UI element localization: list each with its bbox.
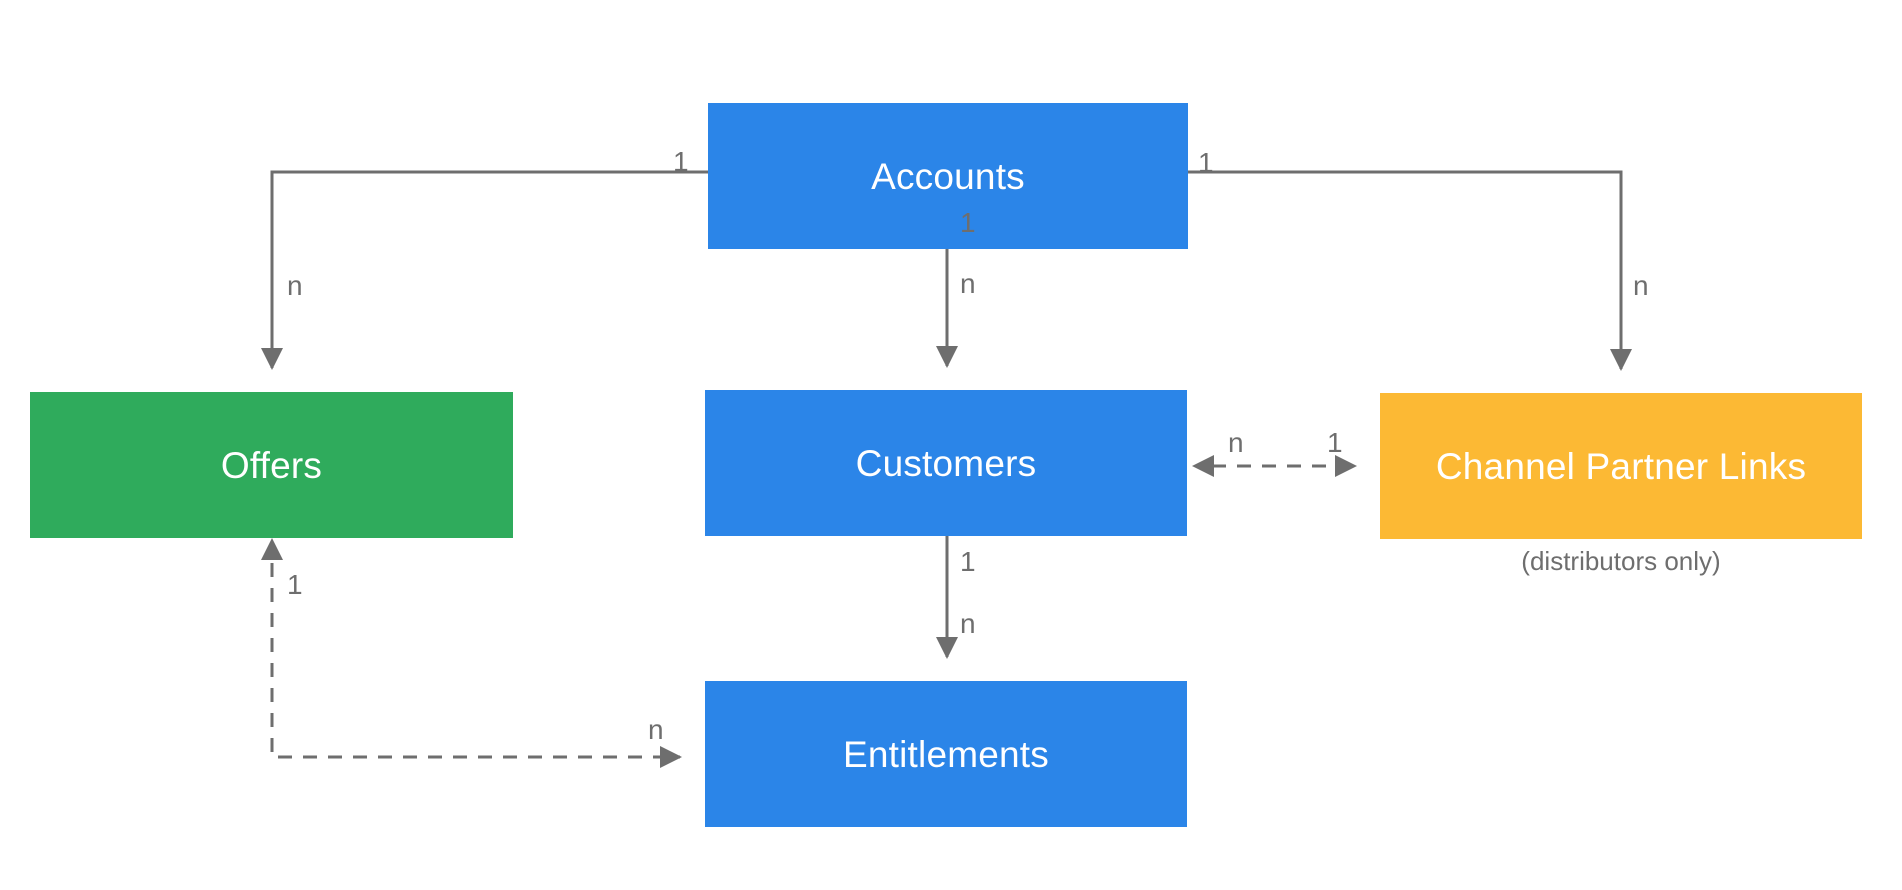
cardinality-accounts-customers-source: 1 bbox=[960, 207, 976, 238]
node-customers-label: Customers bbox=[855, 442, 1037, 484]
cardinality-offers-entitlements-target: n bbox=[648, 714, 664, 745]
edge-offers-entitlements bbox=[270, 563, 682, 768]
node-customers[interactable]: Customers bbox=[705, 390, 1187, 536]
cardinality-accounts-cpl-source: 1 bbox=[1198, 147, 1214, 178]
cardinality-accounts-cpl-target: n bbox=[1633, 270, 1649, 301]
arrowhead-offers-inbound bbox=[261, 538, 283, 560]
edge-accounts-offers bbox=[261, 170, 708, 370]
node-entitlements-label: Entitlements bbox=[843, 733, 1049, 775]
cardinality-accounts-offers-source: 1 bbox=[673, 146, 689, 177]
channel-partner-links-caption: (distributors only) bbox=[1521, 546, 1721, 576]
node-offers[interactable]: Offers bbox=[30, 392, 513, 538]
edge-accounts-cpl bbox=[1188, 170, 1632, 371]
node-channel-partner-links[interactable]: Channel Partner Links bbox=[1380, 393, 1862, 539]
cardinality-customers-entitlements-source: 1 bbox=[960, 546, 976, 577]
node-entitlements[interactable]: Entitlements bbox=[705, 681, 1187, 827]
cardinality-customers-cpl-target: 1 bbox=[1327, 427, 1343, 458]
node-offers-label: Offers bbox=[220, 444, 323, 486]
node-channel-partner-links-label: Channel Partner Links bbox=[1435, 445, 1807, 487]
node-accounts-label: Accounts bbox=[871, 155, 1025, 197]
cardinality-accounts-customers-target: n bbox=[960, 268, 976, 299]
cardinality-offers-entitlements-source: 1 bbox=[287, 569, 303, 600]
cardinality-accounts-offers-target: n bbox=[287, 270, 303, 301]
cardinality-customers-entitlements-target: n bbox=[960, 608, 976, 639]
node-accounts[interactable]: Accounts bbox=[708, 103, 1188, 249]
cardinality-customers-cpl-source: n bbox=[1228, 427, 1244, 458]
